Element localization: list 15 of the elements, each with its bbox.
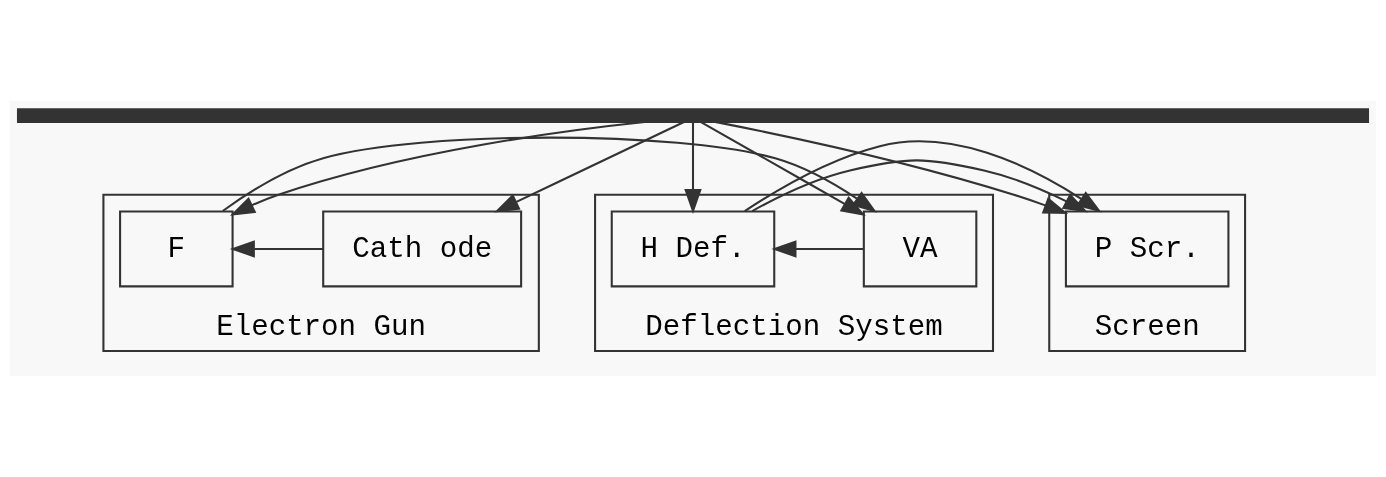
arrow bbox=[684, 121, 702, 214]
arrow bbox=[230, 120, 648, 216]
arrow bbox=[229, 240, 324, 258]
arrow bbox=[744, 140, 1102, 213]
arrow bbox=[494, 121, 685, 213]
arrow bbox=[771, 240, 864, 258]
arrow bbox=[222, 136, 877, 213]
arrow bbox=[714, 120, 1069, 214]
node-box: H Def. bbox=[610, 210, 776, 288]
node-box: F bbox=[119, 210, 234, 288]
arrow bbox=[700, 121, 866, 216]
node-box: VA bbox=[862, 210, 978, 288]
node-box: P Scr. bbox=[1064, 210, 1230, 288]
node-box: Cath ode bbox=[322, 210, 523, 288]
node-bar bbox=[16, 108, 1370, 123]
